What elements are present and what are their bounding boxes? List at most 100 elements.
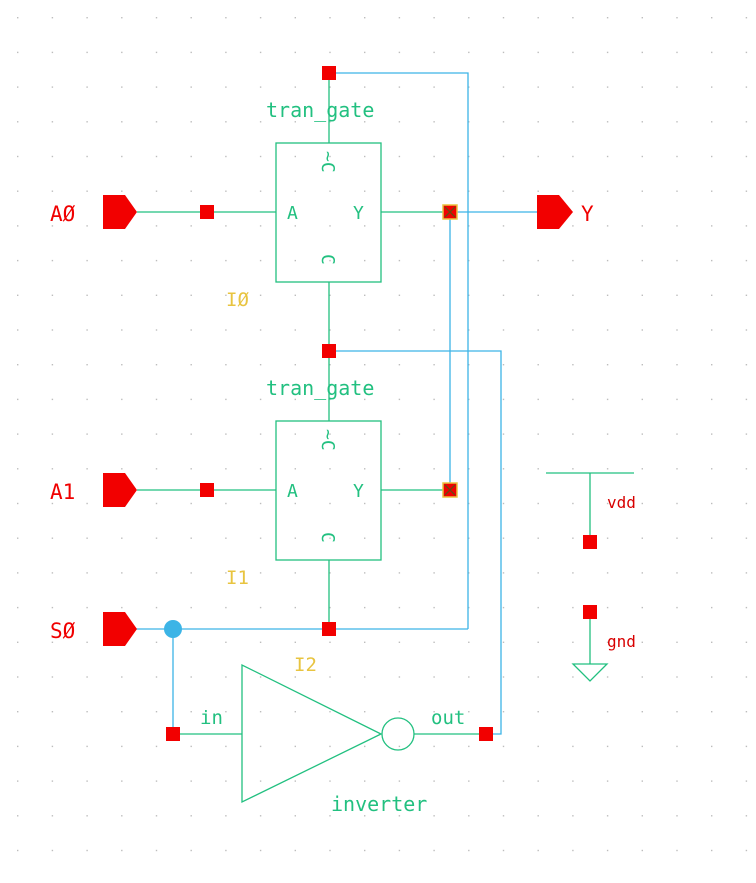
grid-dot bbox=[502, 190, 505, 192]
port-y[interactable]: Y bbox=[537, 195, 594, 229]
grid-dot bbox=[433, 225, 435, 227]
gnd-symbol[interactable]: gnd bbox=[571, 612, 636, 682]
grid-dot bbox=[537, 51, 539, 54]
grid-dot bbox=[572, 711, 574, 713]
i1-cell-name: tran_gate bbox=[266, 376, 374, 400]
grid-dot bbox=[86, 711, 88, 713]
grid-dot bbox=[51, 468, 54, 470]
grid-dot bbox=[190, 502, 192, 505]
instance-i0[interactable]: tran_gate A Y ~C C IØ bbox=[207, 73, 450, 351]
grid-dot bbox=[398, 329, 401, 331]
grid-dot bbox=[745, 433, 748, 435]
port-y-shape[interactable] bbox=[537, 195, 573, 229]
grid-dot bbox=[676, 51, 678, 54]
grid-dot bbox=[745, 51, 748, 54]
grid-dot bbox=[433, 676, 435, 678]
grid-dot bbox=[433, 155, 435, 158]
port-s0-shape[interactable] bbox=[103, 612, 137, 646]
grid-dot bbox=[398, 676, 401, 678]
grid-dot bbox=[364, 259, 366, 262]
grid-dot bbox=[190, 51, 192, 54]
grid-dot bbox=[225, 711, 227, 713]
grid-dot bbox=[711, 294, 713, 296]
port-a1-shape[interactable] bbox=[103, 473, 137, 507]
grid-dot bbox=[572, 745, 574, 748]
grid-dot bbox=[398, 502, 401, 505]
grid-dot bbox=[502, 259, 505, 262]
grid-dot bbox=[433, 537, 435, 539]
grid-dot bbox=[606, 329, 609, 331]
instance-i2[interactable]: in out inverter I2 bbox=[173, 654, 486, 816]
grid-dot bbox=[711, 225, 713, 227]
grid-dot bbox=[190, 121, 192, 123]
grid-dot bbox=[364, 745, 366, 748]
port-a1[interactable]: A1 bbox=[50, 473, 207, 507]
grid-dot bbox=[155, 51, 158, 54]
grid-dot bbox=[572, 225, 574, 227]
grid-dot bbox=[17, 17, 19, 19]
grid-dot bbox=[502, 294, 505, 296]
grid-dot bbox=[225, 537, 227, 539]
pin-i2-in[interactable] bbox=[166, 727, 180, 741]
pin-i0-cbar[interactable] bbox=[322, 66, 336, 80]
grid-dot bbox=[51, 225, 54, 227]
pin-i0-a[interactable] bbox=[200, 205, 214, 219]
grid-dot bbox=[433, 502, 435, 505]
grid-dot bbox=[606, 537, 609, 539]
grid-dot bbox=[51, 294, 54, 296]
grid-dot bbox=[468, 364, 470, 366]
wire-s0-top[interactable] bbox=[329, 72, 469, 629]
grid-dot bbox=[51, 537, 54, 539]
pin-i1-y[interactable] bbox=[442, 482, 458, 498]
grid-dot bbox=[537, 17, 539, 19]
pin-i1-c[interactable] bbox=[322, 622, 336, 636]
grid-dot bbox=[537, 190, 539, 192]
grid-dot bbox=[190, 572, 192, 574]
grid-dot bbox=[259, 745, 262, 748]
grid-dot bbox=[606, 86, 609, 88]
grid-dot bbox=[294, 190, 296, 192]
port-a0[interactable]: AØ bbox=[50, 195, 207, 229]
grid-dot bbox=[294, 711, 296, 713]
grid-dot bbox=[433, 86, 435, 88]
grid-dot bbox=[745, 329, 748, 331]
grid-dot bbox=[502, 155, 505, 158]
port-s0[interactable]: SØ bbox=[50, 612, 137, 646]
grid-dot bbox=[502, 364, 505, 366]
grid-dot bbox=[190, 711, 192, 713]
grid-dot bbox=[676, 502, 678, 505]
grid-dot bbox=[190, 745, 192, 748]
i2-triangle[interactable] bbox=[241, 663, 383, 804]
grid-dot bbox=[745, 745, 748, 748]
grid-dot bbox=[51, 572, 54, 574]
grid-dot bbox=[398, 606, 401, 609]
grid-dot bbox=[51, 676, 54, 678]
grid-dot bbox=[329, 606, 331, 609]
grid-dot bbox=[364, 364, 366, 366]
grid-dot bbox=[676, 815, 678, 817]
grid-dot bbox=[259, 190, 262, 192]
grid-dot bbox=[711, 780, 713, 782]
grid-dot bbox=[606, 225, 609, 227]
grid-dot bbox=[190, 364, 192, 366]
grid-dot bbox=[17, 502, 19, 505]
pin-vdd[interactable] bbox=[583, 535, 597, 549]
wire-inv-out-net[interactable] bbox=[329, 350, 502, 735]
grid-dot bbox=[17, 468, 19, 470]
grid-dot bbox=[294, 468, 296, 470]
instance-i1[interactable]: tran_gate A Y ~C C I1 bbox=[207, 351, 450, 629]
port-a0-shape[interactable] bbox=[103, 195, 137, 229]
vdd-symbol[interactable]: vdd bbox=[546, 472, 636, 542]
grid-dot bbox=[537, 294, 539, 296]
grid-dot bbox=[17, 711, 19, 713]
pin-i1-a[interactable] bbox=[200, 483, 214, 497]
grid-dot bbox=[468, 155, 470, 158]
pin-i2-out[interactable] bbox=[479, 727, 493, 741]
grid-dot bbox=[641, 711, 643, 713]
grid-dot bbox=[121, 606, 123, 609]
grid-dot bbox=[190, 155, 192, 158]
grid-dot bbox=[225, 17, 227, 19]
pin-i1-cbar[interactable] bbox=[322, 344, 336, 358]
pin-gnd[interactable] bbox=[583, 605, 597, 619]
pin-i0-y[interactable] bbox=[442, 204, 458, 220]
